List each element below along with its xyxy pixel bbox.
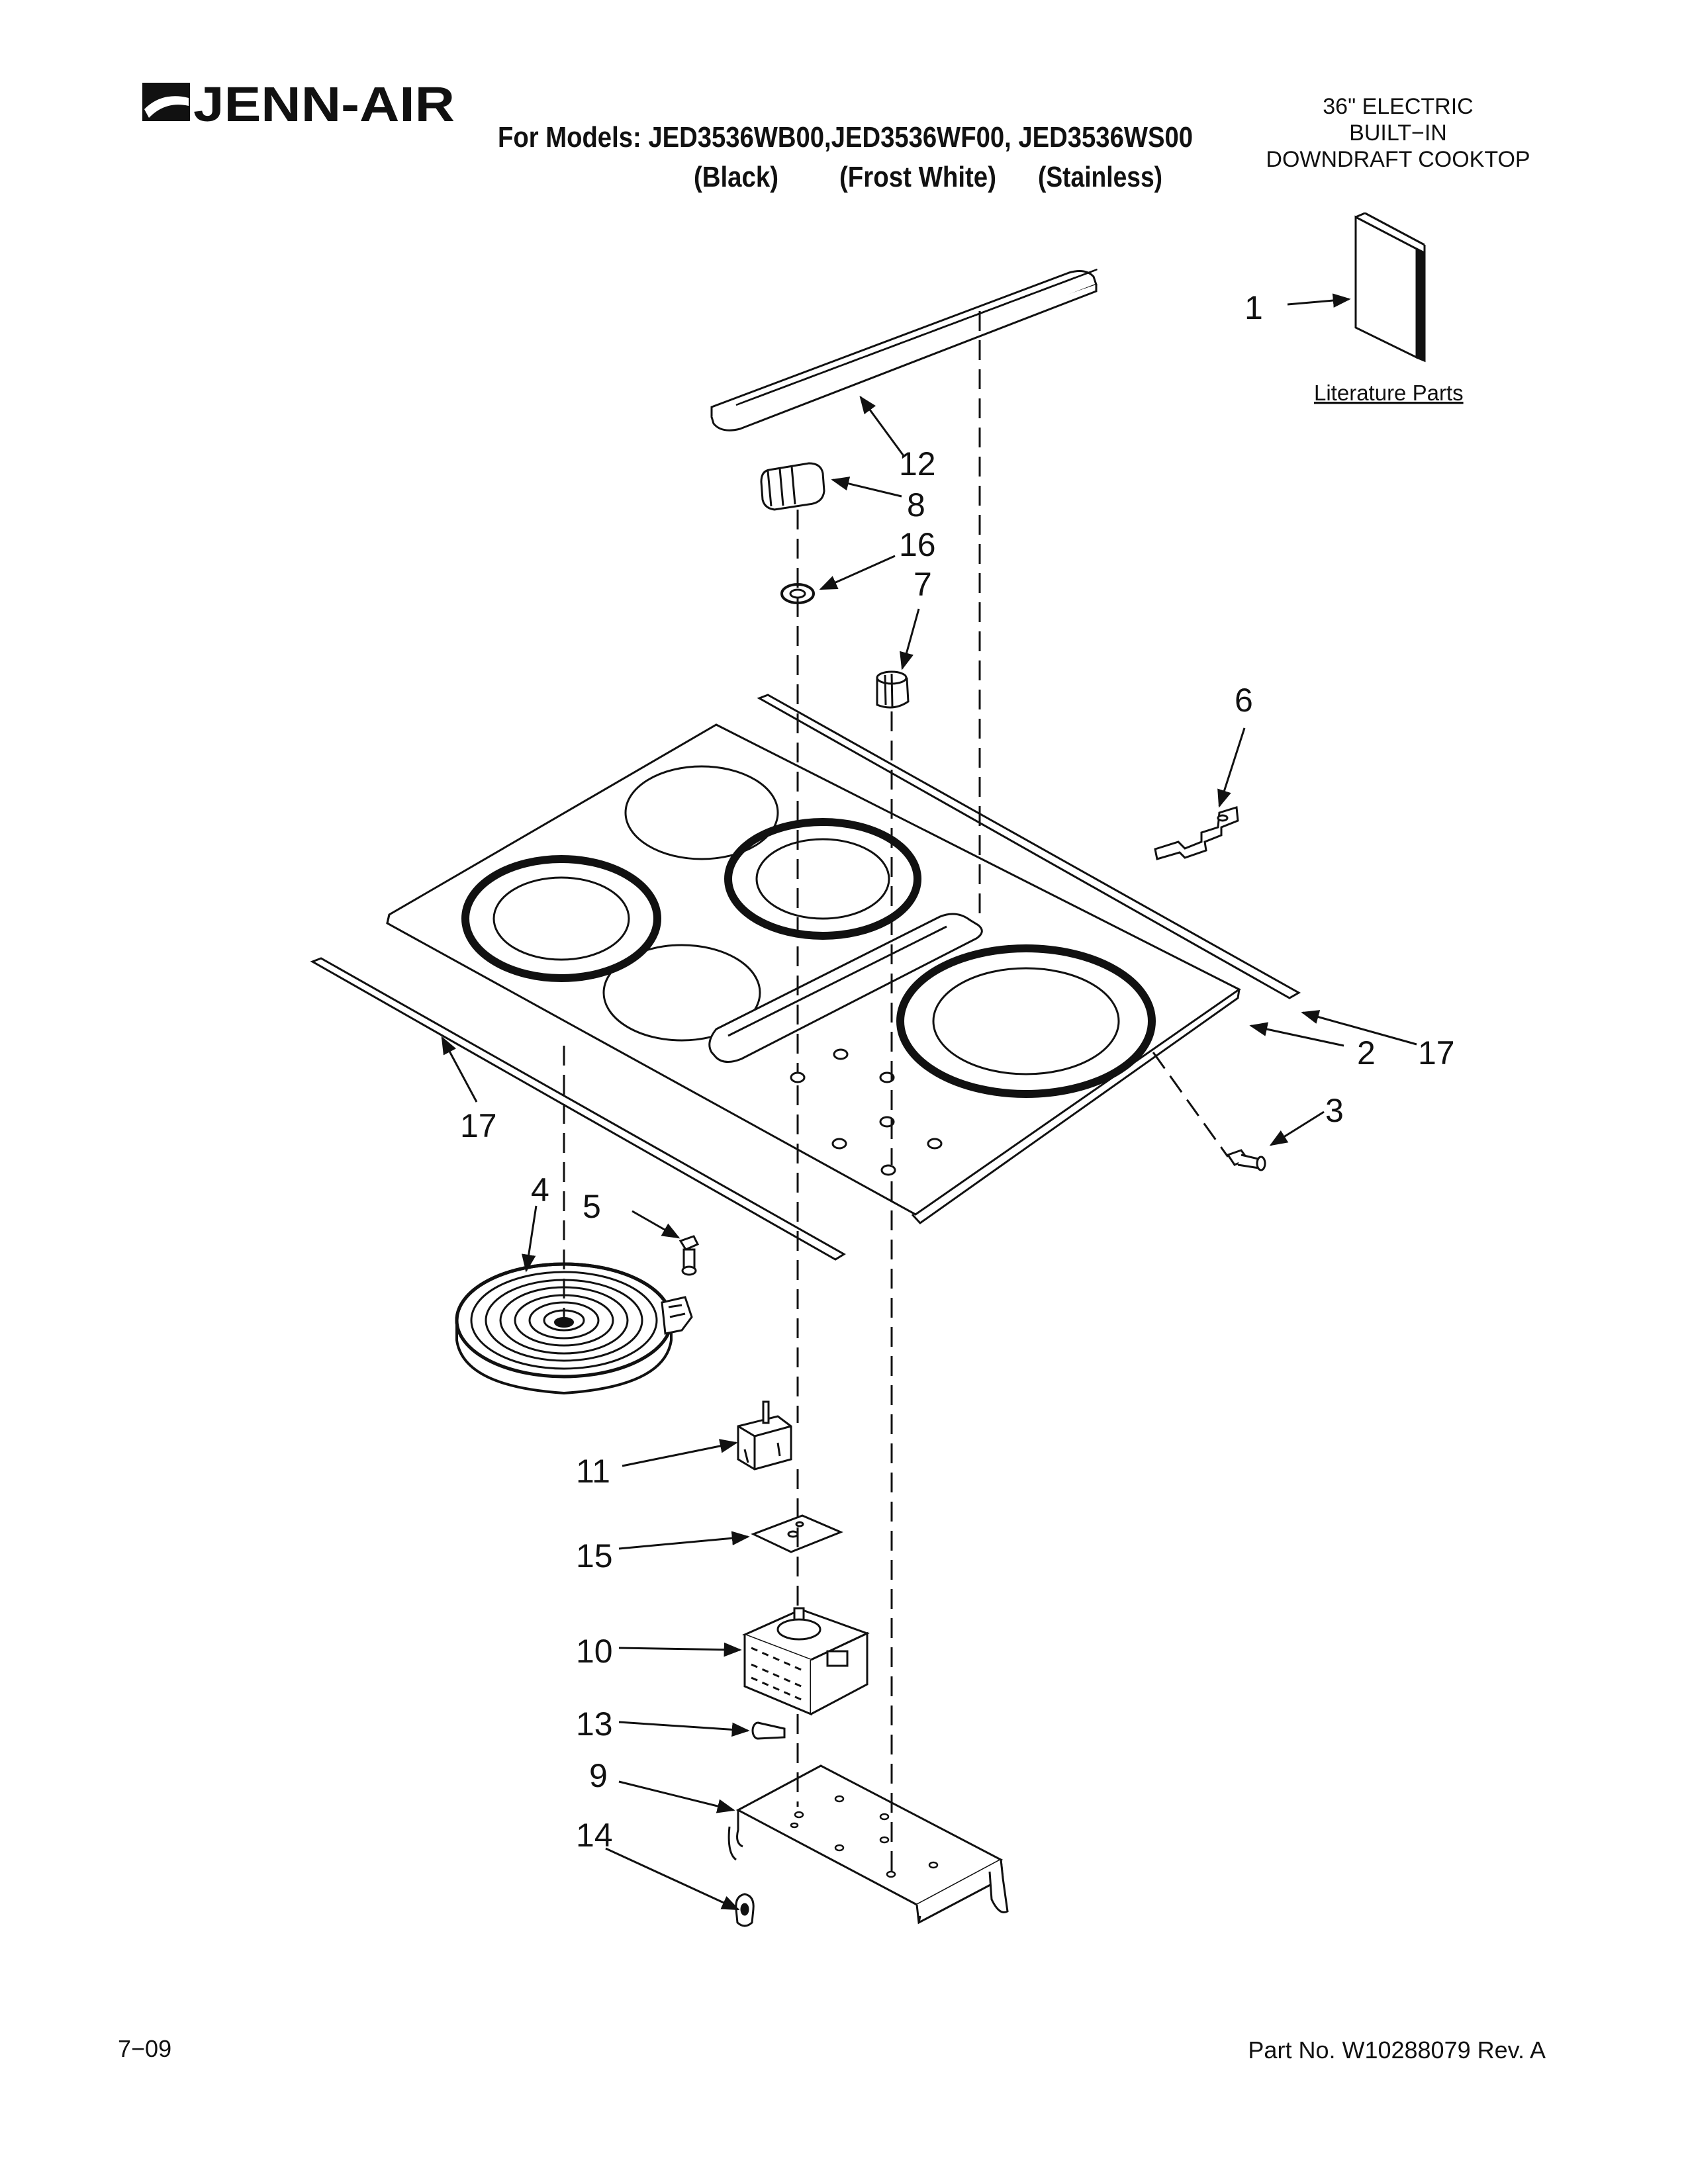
callout-13: 13 — [576, 1706, 613, 1743]
jenn-air-logo: JENN-AIR — [142, 77, 455, 132]
callout-5: 5 — [583, 1188, 601, 1225]
control-bracket — [727, 1764, 1009, 1925]
assembly-lines — [563, 311, 1229, 1876]
leader-arrows — [441, 293, 1417, 1911]
burner-ring-center — [724, 818, 921, 940]
callout-15: 15 — [576, 1537, 613, 1574]
callout-11: 11 — [576, 1453, 610, 1490]
callout-2: 2 — [1357, 1034, 1376, 1071]
downdraft-vent-opening — [708, 913, 983, 1063]
callout-3: 3 — [1325, 1092, 1344, 1129]
burner-ring-back-left — [624, 765, 779, 860]
callout-17-left: 17 — [460, 1107, 497, 1144]
infinite-switch — [737, 1400, 792, 1471]
callout-14: 14 — [576, 1817, 613, 1854]
radiant-heating-element — [455, 1262, 693, 1395]
callout-17-right: 17 — [1418, 1034, 1455, 1071]
screw-5 — [679, 1235, 700, 1276]
infinite-control — [742, 1607, 870, 1716]
control-bracket-holes — [790, 1795, 939, 1878]
trim-strip-front — [310, 957, 846, 1261]
control-knob-large — [760, 462, 825, 511]
vent-grille — [710, 270, 1098, 432]
literature-parts-label: Literature Parts — [1314, 381, 1464, 405]
screw-13 — [751, 1721, 786, 1740]
control-knob-small — [876, 670, 910, 709]
callout-16: 16 — [899, 526, 936, 563]
trim-strip-rear — [757, 694, 1301, 999]
product-title-line2: BUILT−IN — [1349, 120, 1447, 146]
control-knob-holes — [790, 1048, 943, 1176]
color-stainless: (Stainless) — [1038, 161, 1162, 193]
mounting-bracket — [1154, 806, 1239, 860]
footer-part-number: Part No. W10288079 Rev. A — [1248, 2036, 1546, 2064]
burner-ring-left — [461, 855, 661, 982]
callout-9: 9 — [589, 1757, 608, 1794]
product-title-line1: 36" ELECTRIC — [1323, 94, 1473, 119]
footer-date: 7−09 — [118, 2035, 171, 2062]
callout-4: 4 — [531, 1171, 549, 1208]
retaining-clip — [735, 1893, 755, 1927]
vent-grille-slots — [735, 268, 1098, 406]
callout-8: 8 — [907, 486, 925, 523]
logo-mark-icon — [142, 83, 190, 121]
brand-wordmark: JENN-AIR — [193, 77, 455, 132]
callout-6: 6 — [1235, 682, 1253, 719]
callout-12: 12 — [899, 445, 936, 482]
callout-10: 10 — [576, 1633, 613, 1670]
grille-slot — [1058, 268, 1098, 285]
burner-ring-large-right — [896, 944, 1156, 1098]
models-line: For Models: JED3536WB00,JED3536WF00, JED… — [498, 121, 1193, 154]
color-black: (Black) — [694, 161, 778, 193]
screw-3 — [1226, 1149, 1266, 1171]
callout-1: 1 — [1244, 289, 1263, 326]
callout-7: 7 — [914, 566, 932, 603]
burner-ring-front-left — [602, 944, 761, 1042]
product-title-line3: DOWNDRAFT COOKTOP — [1266, 147, 1530, 172]
literature-parts-book — [1354, 212, 1426, 363]
color-frost-white: (Frost White) — [839, 161, 996, 193]
